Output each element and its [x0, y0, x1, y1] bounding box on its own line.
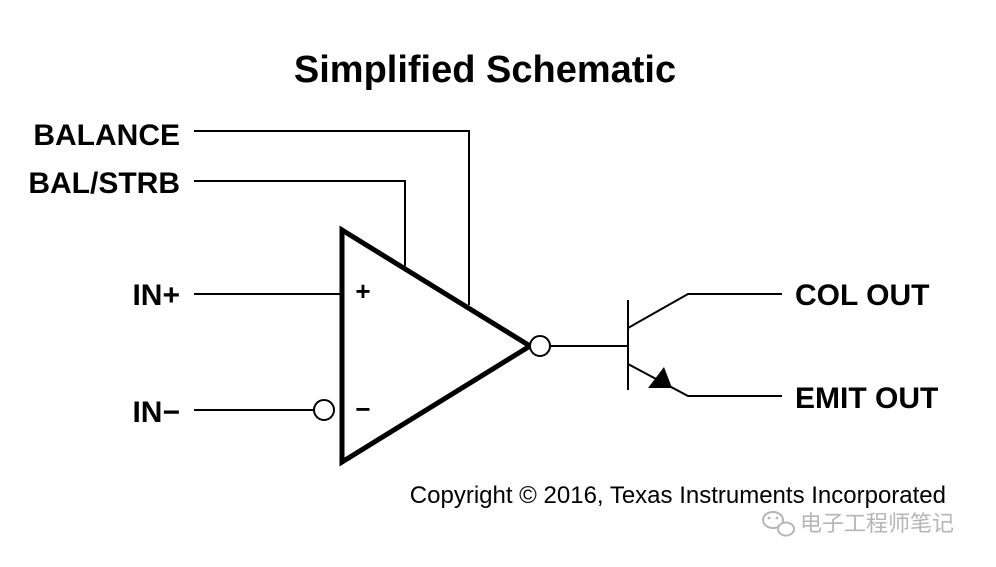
watermark-text: 电子工程师笔记	[800, 512, 954, 537]
bal-strb-wire	[194, 180, 406, 266]
copyright-notice: Copyright © 2016, Texas Instruments Inco…	[410, 482, 946, 509]
output-bubble	[529, 335, 551, 357]
inverting-input-bubble	[313, 399, 335, 421]
pin-label-in-plus: IN+	[132, 279, 180, 312]
balance-wire	[194, 130, 470, 305]
pin-label-emit-out: EMIT OUT	[795, 382, 938, 415]
non-inverting-sign: +	[355, 276, 370, 306]
pin-label-balance: BALANCE	[33, 119, 180, 152]
pin-label-col-out: COL OUT	[795, 279, 929, 312]
inverting-sign: −	[355, 394, 370, 424]
comparator-triangle	[339, 225, 535, 467]
emitter-wire	[627, 363, 782, 397]
collector-wire	[627, 293, 782, 329]
pin-label-in-minus: IN−	[132, 396, 180, 429]
diagram-title: Simplified Schematic	[294, 49, 676, 91]
wechat-icon	[762, 511, 795, 537]
pin-label-bal-strb: BAL/STRB	[28, 167, 180, 200]
emitter-arrow-icon	[648, 367, 672, 388]
